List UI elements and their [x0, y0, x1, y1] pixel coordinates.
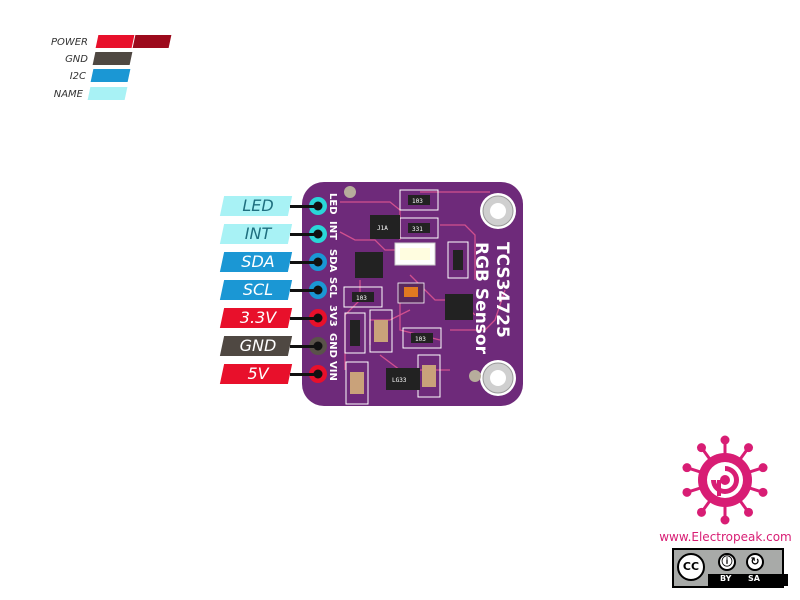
fiducial-top — [344, 186, 356, 198]
pin-pad-int: INT — [309, 221, 338, 243]
pin-label-text: LED — [242, 196, 274, 215]
pin-label-led: LED — [219, 196, 293, 216]
resistor-label-4: 103 — [415, 336, 426, 343]
pin-wire — [290, 289, 318, 292]
pin-label-5v: 5V — [219, 364, 293, 384]
legend-row-gnd: GND — [40, 52, 200, 68]
legend-label-i2c: I2C — [69, 71, 86, 82]
mounting-hole-top — [480, 193, 516, 229]
attribution-icon: ⓘ — [718, 553, 736, 571]
resistor-label-1: 103 — [412, 198, 423, 205]
tcs34725-board: 103 331 103 103 J1A LG33 TCS34725 RGB Se… — [302, 182, 523, 406]
legend-swatch-i2c — [90, 69, 131, 82]
cc-icon: CC — [677, 553, 705, 581]
sensor-chip — [404, 287, 418, 297]
resistor-label-2: 331 — [412, 226, 423, 233]
mounting-hole-bottom — [480, 360, 516, 396]
legend-row-i2c: I2C — [40, 69, 200, 85]
pin-label-int: INT — [219, 224, 293, 244]
resistor-label-3: 103 — [356, 295, 367, 302]
regulator-label: LG33 — [392, 377, 407, 384]
pin-label-text: SCL — [242, 280, 274, 299]
pin-silkscreen-label: SDA — [327, 249, 338, 273]
pin-silkscreen-label: SCL — [327, 277, 338, 299]
pin-pad-gnd: GND — [309, 333, 338, 358]
pin-pad-scl: SCL — [309, 277, 338, 299]
fiducial-bottom — [469, 370, 481, 382]
share-alike-icon: ↻ — [746, 553, 764, 571]
board-subtitle: RGB Sensor — [471, 242, 491, 355]
pin-pad-33v: 3V3 — [309, 305, 338, 327]
pin-label-scl: SCL — [219, 280, 293, 300]
pin-wire — [290, 317, 318, 320]
smd-components: 103 331 103 103 J1A LG33 — [343, 189, 473, 405]
legend-swatch-power-dark — [132, 35, 172, 48]
cc-label-bar — [708, 574, 788, 586]
pin-label-text: SDA — [241, 252, 275, 271]
pin-pad-sda: SDA — [309, 249, 338, 273]
pin-silkscreen-label: LED — [327, 193, 338, 215]
pin-silkscreen-label: VIN — [327, 361, 338, 381]
board-title: TCS34725 — [492, 242, 512, 338]
legend-divider — [133, 48, 136, 92]
legend-row-name: NAME — [40, 87, 200, 103]
white-led-lens — [400, 248, 430, 260]
website-url[interactable]: www.Electropeak.com — [659, 530, 792, 544]
pin-label-text: GND — [239, 336, 277, 355]
legend-label-name: NAME — [53, 89, 83, 100]
electropeak-logo — [682, 435, 768, 525]
transistor-label-1: J1A — [377, 225, 388, 232]
pin-label-33v: 3.3V — [219, 308, 293, 328]
pin-pad-5v: VIN — [309, 361, 338, 383]
legend-swatch-gnd — [92, 52, 133, 65]
cc-by-label: BY — [720, 574, 732, 583]
legend-label-power: POWER — [50, 37, 88, 48]
pin-label-text: 5V — [247, 364, 269, 383]
cc-sa-label: SA — [748, 574, 760, 583]
pin-silkscreen-label: INT — [327, 221, 338, 240]
legend-swatch-power — [95, 35, 135, 48]
legend: POWER GND I2C NAME — [40, 33, 200, 113]
pin-wire — [290, 261, 318, 264]
pin-wire — [290, 205, 318, 208]
legend-swatch-name — [87, 87, 128, 100]
pin-label-text: INT — [244, 224, 272, 243]
pin-wire — [290, 373, 318, 376]
pin-silkscreen-label: GND — [327, 333, 338, 358]
pin-wire — [290, 233, 318, 236]
pin-silkscreen-label: 3V3 — [327, 305, 338, 327]
cc-license-badge: CC ⓘ ↻ BY SA — [672, 548, 788, 588]
pin-label-text: 3.3V — [239, 308, 277, 327]
pin-wire — [290, 345, 318, 348]
pin-label-sda: SDA — [219, 252, 293, 272]
pin-label-gnd: GND — [219, 336, 293, 356]
legend-label-gnd: GND — [65, 54, 88, 65]
pin-pad-led: LED — [309, 193, 338, 215]
legend-row-power: POWER — [40, 35, 200, 51]
